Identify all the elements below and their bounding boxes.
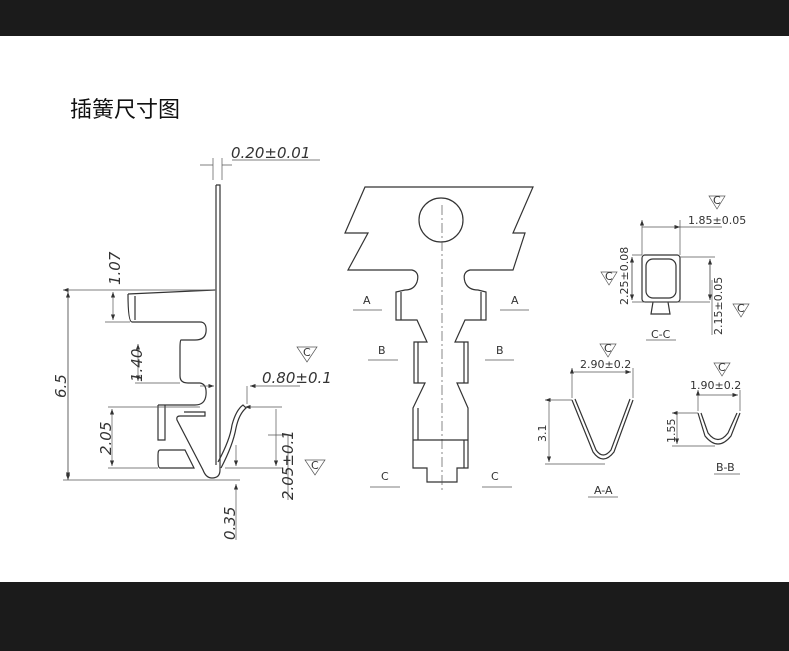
surface-mark-icon: C: [732, 302, 750, 318]
section-cc: 1.85±0.05 2.25±0.08 2.15±0.05 C-C C C C: [600, 194, 750, 341]
page-title: 插簧尺寸图: [70, 98, 181, 123]
dim-thickness: 0.20±0.01: [231, 144, 310, 162]
dim-aa-width: 2.90±0.2: [580, 358, 631, 371]
dim-bb-width: 1.90±0.2: [690, 379, 741, 392]
surface-mark-icon: C: [600, 270, 618, 286]
dim-cc-height: 2.25±0.08: [618, 247, 631, 305]
svg-text:C: C: [604, 342, 612, 355]
dim-bb-height: 1.55: [665, 419, 678, 444]
dim-2-05-tol: 2.05±0.1: [279, 430, 297, 500]
dim-0-35: 0.35: [221, 507, 239, 540]
svg-text:C: C: [718, 361, 726, 374]
svg-text:C: C: [713, 194, 721, 207]
surface-mark-icon: C: [599, 342, 617, 358]
top-bar: [0, 0, 789, 36]
surface-mark-icon: C: [713, 361, 731, 377]
dim-aa-height: 3.1: [536, 425, 549, 443]
section-b-left: B: [378, 344, 386, 357]
dim-1-07: 1.07: [106, 251, 124, 285]
svg-text:C: C: [605, 270, 613, 283]
surface-mark-icon: C: [304, 459, 326, 476]
dim-gap: 0.80±0.1: [262, 369, 332, 387]
section-b-right: B: [496, 344, 504, 357]
dim-1-40: 1.40: [128, 349, 146, 382]
label-cc: C-C: [651, 328, 671, 341]
svg-text:C: C: [303, 346, 311, 359]
section-a-left: A: [363, 294, 371, 307]
surface-mark-icon: C: [708, 194, 726, 210]
svg-text:C: C: [737, 302, 745, 315]
section-c-left: C: [381, 470, 389, 483]
label-bb: B-B: [716, 461, 735, 474]
dim-cc-inner: 2.15±0.05: [712, 277, 725, 335]
bottom-bar: [0, 582, 789, 651]
front-view: A A B B C C: [344, 186, 534, 490]
svg-text:C: C: [311, 459, 319, 472]
dim-cc-width: 1.85±0.05: [688, 214, 746, 227]
label-aa: A-A: [594, 484, 613, 497]
dim-2-05: 2.05: [97, 422, 115, 455]
section-bb: 1.90±0.2 1.55 B-B C: [665, 361, 741, 475]
section-c-right: C: [491, 470, 499, 483]
section-aa: 2.90±0.2 3.1 A-A C: [536, 342, 633, 498]
surface-mark-icon: C: [296, 346, 318, 363]
side-view: 0.20±0.01 1.07 1.40 6.5 2.05 0.35 0.80±0…: [52, 144, 332, 540]
dim-6-5: 6.5: [52, 374, 70, 398]
drawing-sheet: [0, 36, 789, 582]
section-a-right: A: [511, 294, 519, 307]
